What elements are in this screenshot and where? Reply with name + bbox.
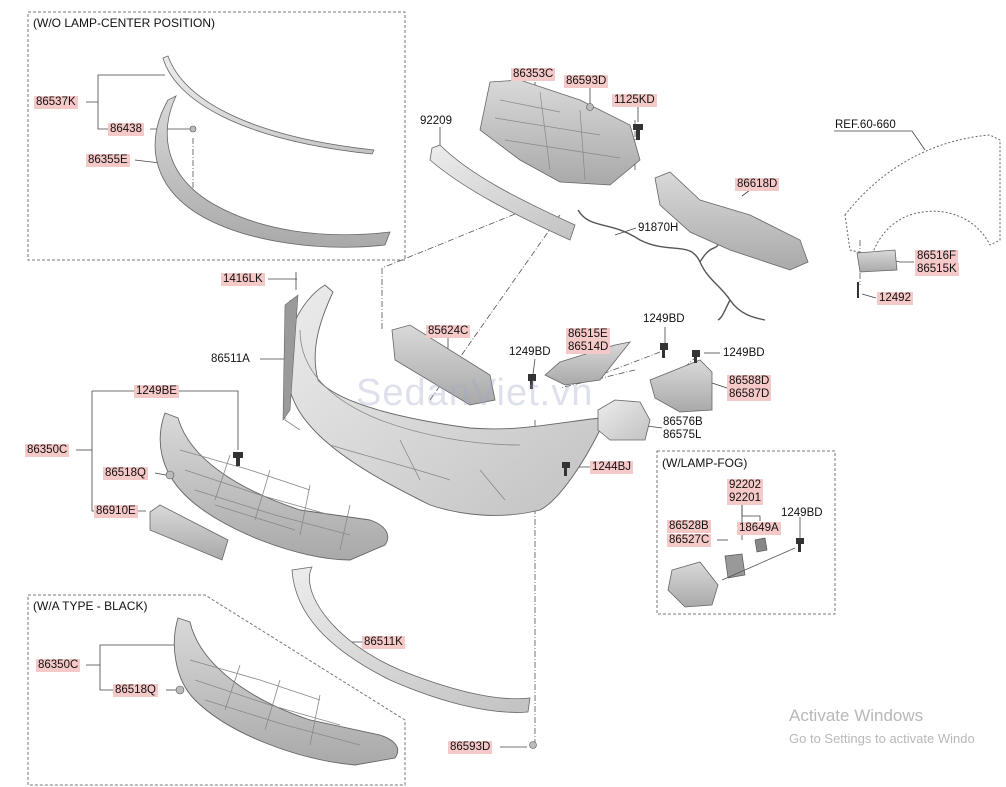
fog-socket-18649A (754, 537, 768, 553)
part-label-86515K[interactable]: 86515K (915, 263, 959, 276)
fog-leader (721, 547, 796, 581)
part-label-1249BD-b[interactable]: 1249BD (509, 346, 551, 358)
part-label-86350C-main[interactable]: 86350C (25, 444, 70, 457)
part-label-86518Q-black[interactable]: 86518Q (113, 684, 158, 697)
cover-86576B (597, 399, 651, 441)
part-label-86353C[interactable]: 86353C (511, 68, 556, 81)
bolt-1125KD (633, 124, 643, 140)
part-label-92202[interactable]: 92202 (727, 479, 763, 492)
part-label-86910E[interactable]: 86910E (94, 505, 138, 518)
bolt-1249BD-b (528, 374, 536, 389)
section-box-lamp-center (27, 11, 406, 261)
part-label-1249BE[interactable]: 1249BE (134, 385, 179, 398)
bolt-1249BD-c (692, 350, 700, 363)
grille-mesh (179, 449, 351, 551)
part-label-86587D[interactable]: 86587D (727, 388, 772, 401)
section-box-wa-type (27, 594, 406, 786)
upper-bracket-ribs (494, 91, 621, 181)
section-caption-wa-type: (W/A TYPE - BLACK) (33, 599, 148, 613)
part-label-12492[interactable]: 12492 (877, 292, 913, 305)
part-label-85624C[interactable]: 85624C (426, 325, 471, 338)
emblem-plate-86910E (149, 504, 229, 561)
part-label-86511A[interactable]: 86511A (211, 353, 250, 365)
clip-86593D-bottom (529, 741, 537, 749)
part-label-86350C-black[interactable]: 86350C (36, 659, 81, 672)
part-label-86537K[interactable]: 86537K (34, 96, 78, 109)
fog-lamp-86528B (667, 561, 719, 608)
bumper-side-flank (282, 294, 299, 421)
part-label-86575L[interactable]: 86575L (663, 429, 702, 441)
part-label-86516F[interactable]: 86516F (915, 250, 959, 263)
bracket-85624C (391, 324, 496, 406)
part-label-1125KD[interactable]: 1125KD (612, 94, 657, 107)
part-label-1249BD-a[interactable]: 1249BD (643, 313, 685, 325)
part-label-86593D-top[interactable]: 86593D (564, 75, 609, 88)
radiator-grille-86350C (159, 412, 389, 561)
lower-trim-86355E (154, 95, 391, 248)
deflector-92209 (429, 144, 576, 241)
part-label-ref-60-660[interactable]: REF.60-660 (835, 119, 896, 131)
absorber-86618D (654, 171, 809, 271)
part-label-86511K[interactable]: 86511K (362, 636, 405, 649)
part-label-86438[interactable]: 86438 (108, 123, 144, 136)
activate-windows-hint[interactable]: Go to Settings to activate Windo (789, 731, 975, 746)
lower-lip-86511K (291, 566, 531, 713)
bumper-cover-86511A (284, 284, 601, 516)
bumper-cover-inner (284, 299, 521, 501)
bolt-1244BJ (562, 462, 570, 476)
bolt-1249BD-d (796, 538, 804, 552)
part-label-86618D[interactable]: 86618D (735, 178, 780, 191)
part-label-86518Q-main[interactable]: 86518Q (103, 467, 148, 480)
clip-86438 (189, 125, 197, 133)
bolt-1249BD-a (660, 343, 668, 358)
part-label-91870H[interactable]: 91870H (638, 222, 679, 234)
part-label-92209[interactable]: 92209 (420, 115, 452, 127)
part-label-86588D[interactable]: 86588D (727, 375, 772, 388)
wiring-91870H (577, 209, 766, 321)
part-label-86515E[interactable]: 86515E (566, 328, 610, 341)
fender-ref-60-660 (844, 134, 1001, 256)
upper-bracket-86353C (479, 79, 641, 186)
part-label-86527C[interactable]: 86527C (667, 534, 712, 547)
part-label-92201[interactable]: 92201 (727, 492, 763, 505)
part-label-86528B[interactable]: 86528B (667, 520, 711, 533)
part-label-86576B[interactable]: 86576B (663, 416, 703, 428)
clip-86593D-top (586, 103, 594, 111)
section-caption-lamp-fog: (W/LAMP-FOG) (662, 456, 748, 470)
activate-windows-title[interactable]: Activate Windows (789, 706, 924, 725)
bolt-1249BE (233, 452, 243, 466)
part-label-86514D[interactable]: 86514D (566, 341, 611, 354)
fender-bracket-86516F (856, 249, 898, 273)
part-label-1249BD-c[interactable]: 1249BD (723, 347, 765, 359)
part-label-1244BJ[interactable]: 1244BJ (590, 461, 634, 474)
part-label-86593D-bottom[interactable]: 86593D (448, 741, 493, 754)
part-label-1249BD-d[interactable]: 1249BD (781, 507, 823, 519)
grille-black-mesh (189, 659, 361, 746)
bracket-86588D (649, 359, 713, 413)
part-label-86355E[interactable]: 86355E (86, 154, 130, 167)
part-label-18649A[interactable]: 18649A (737, 522, 781, 535)
watermark-logo: SedanViet.vn (356, 372, 594, 414)
section-caption-lamp-center: (W/O LAMP-CENTER POSITION) (33, 16, 216, 30)
garnish-strip-86537K (162, 55, 375, 155)
part-label-1416LK[interactable]: 1416LK (221, 273, 265, 286)
section-box-lamp-fog (656, 450, 836, 615)
clip-86518Q-a (165, 470, 175, 480)
clip-86518Q-b (175, 685, 185, 695)
radiator-grille-black-86350C (173, 617, 399, 766)
